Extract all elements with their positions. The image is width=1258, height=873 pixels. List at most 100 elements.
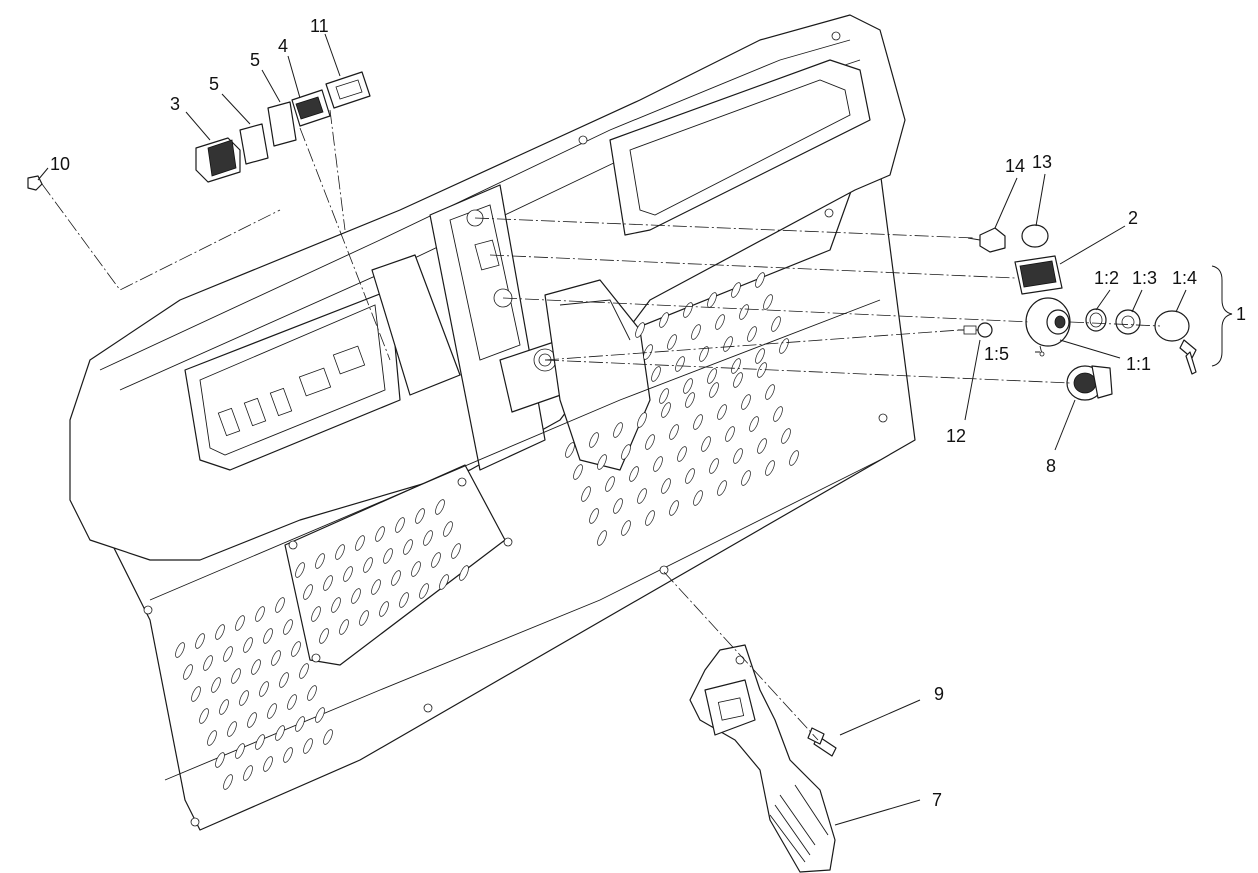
tread-slot: [219, 699, 229, 715]
tread-slot: [589, 508, 599, 524]
tread-slot: [715, 314, 725, 330]
tread-slot: [195, 633, 205, 649]
callout-2: 2: [1128, 208, 1138, 228]
tread-slot: [251, 659, 261, 675]
tread-slot: [295, 562, 305, 578]
tread-slot: [435, 499, 445, 515]
tread-slot: [757, 438, 767, 454]
callout-12: 12: [946, 426, 966, 446]
tread-slot: [363, 557, 373, 573]
tread-slot: [565, 442, 575, 458]
tread-slot: [291, 641, 301, 657]
tread-slot: [755, 348, 765, 364]
tread-slot: [637, 488, 647, 504]
tread-slot: [691, 324, 701, 340]
tread-slot: [667, 334, 677, 350]
callout-3: 3: [170, 94, 180, 114]
tread-slot: [701, 436, 711, 452]
tread-slot: [741, 394, 751, 410]
tread-slot: [573, 464, 583, 480]
tread-slot: [709, 458, 719, 474]
callout-1: 1: [1236, 304, 1246, 324]
tread-slot: [263, 756, 273, 772]
tread-slot: [331, 597, 341, 613]
tread-slot: [637, 412, 647, 428]
tread-slot: [343, 566, 353, 582]
tread-slot: [399, 592, 409, 608]
nut-1-3: [1115, 309, 1141, 335]
tread-slot: [227, 721, 237, 737]
tread-slot: [315, 707, 325, 723]
tread-slot: [223, 774, 233, 790]
tread-slot: [765, 384, 775, 400]
screw-1-5: [1039, 345, 1045, 357]
tread-slot: [239, 690, 249, 706]
tread-slot: [295, 716, 305, 732]
key-1-4: [1154, 310, 1197, 375]
tread-slot: [395, 517, 405, 533]
tread-slot: [323, 575, 333, 591]
tread-slot: [741, 470, 751, 486]
tread-slot: [283, 619, 293, 635]
tread-slot: [419, 583, 429, 599]
tread-slot: [779, 338, 789, 354]
tread-slot: [243, 765, 253, 781]
plug-12: [958, 322, 993, 338]
tread-slot: [757, 362, 767, 378]
tread-slot: [267, 703, 277, 719]
tread-slot: [749, 416, 759, 432]
tread-slot: [271, 650, 281, 666]
tread-slot: [621, 444, 631, 460]
callout-1-5: 1:5: [984, 344, 1009, 364]
tread-slot: [755, 272, 765, 288]
tread-slot: [303, 584, 313, 600]
tread-slot: [223, 646, 233, 662]
callout-4: 4: [278, 36, 288, 56]
indicator-13: [1021, 224, 1049, 248]
tread-slot: [375, 526, 385, 542]
tread-slot: [699, 346, 709, 362]
callout-1-3: 1:3: [1132, 268, 1157, 288]
tread-slot: [693, 490, 703, 506]
tread-slot: [709, 382, 719, 398]
tread-slot: [211, 677, 221, 693]
tread-slot: [651, 366, 661, 382]
switch-4: [291, 89, 331, 127]
tread-slot: [243, 637, 253, 653]
callout-13: 13: [1032, 152, 1052, 172]
tread-slot: [731, 282, 741, 298]
tread-slot: [439, 574, 449, 590]
accelerator-pedal-7: [689, 644, 836, 873]
switch-blank-5-right: [267, 101, 297, 147]
tread-slot: [303, 738, 313, 754]
tread-slot: [613, 498, 623, 514]
tread-slot: [319, 628, 329, 644]
tread-slot: [215, 624, 225, 640]
tread-slot: [685, 392, 695, 408]
tread-slot: [635, 322, 645, 338]
usb-outlet-8: [1066, 365, 1113, 401]
tread-slot: [613, 422, 623, 438]
callout-14: 14: [1005, 156, 1025, 176]
tread-slot: [717, 480, 727, 496]
tread-slot: [597, 454, 607, 470]
tread-slot: [411, 561, 421, 577]
tread-slot: [231, 668, 241, 684]
washer-1-2: [1085, 308, 1107, 332]
tread-slot: [589, 432, 599, 448]
tread-slot: [339, 619, 349, 635]
tread-slot: [215, 752, 225, 768]
tread-slot: [629, 466, 639, 482]
tread-slot: [725, 426, 735, 442]
tread-slot: [275, 725, 285, 741]
callout-11: 11: [310, 16, 329, 36]
tread-slot: [597, 530, 607, 546]
assembly-lines: [41, 109, 1161, 741]
tread-slot: [669, 500, 679, 516]
tread-slot: [275, 597, 285, 613]
tread-slot: [771, 316, 781, 332]
callout-5-left: 5: [209, 74, 219, 94]
callout-10: 10: [50, 154, 70, 174]
tread-slot: [645, 434, 655, 450]
tread-slot: [199, 708, 209, 724]
